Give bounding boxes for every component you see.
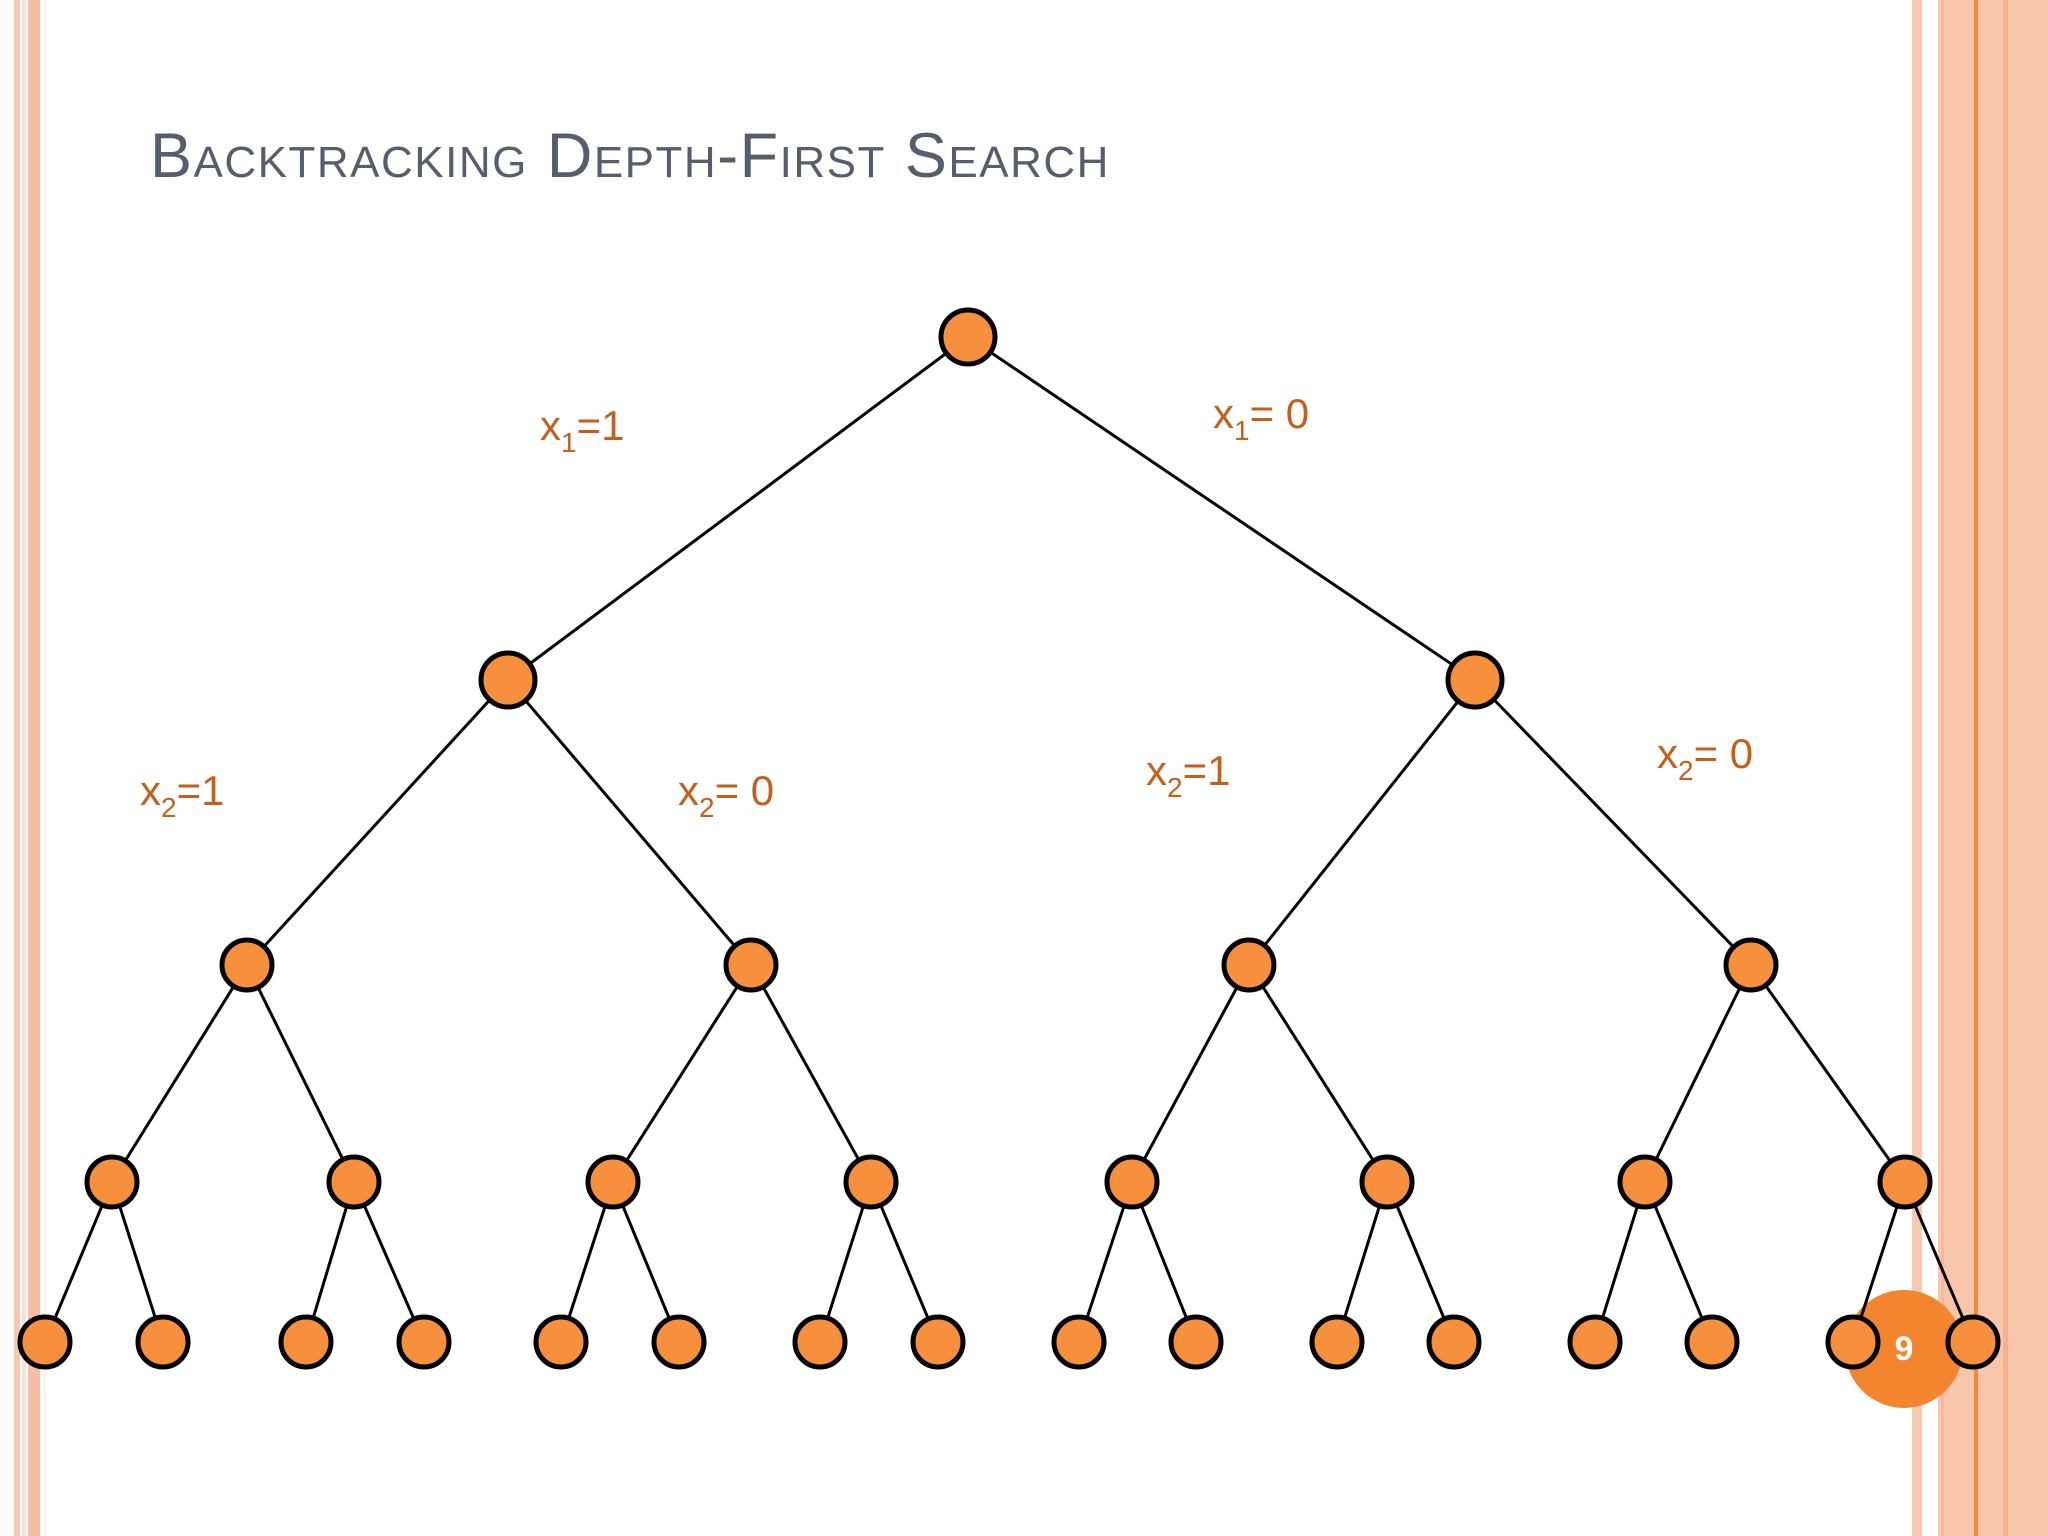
tree-edge [312,1206,348,1318]
tree-node[interactable] [278,1314,334,1370]
tree-edge [1655,987,1741,1160]
tree-node[interactable] [723,937,779,993]
tree-node[interactable] [478,650,538,710]
tree-edge [879,1205,930,1319]
tree-node[interactable] [1825,1314,1881,1370]
tree-edge [53,1205,104,1319]
tree-node[interactable] [1051,1314,1107,1370]
tree-node[interactable] [1877,1154,1933,1210]
tree-node[interactable] [17,1314,73,1370]
tree-edge [1263,701,1459,946]
tree-node[interactable] [651,1314,707,1370]
tree-node[interactable] [938,307,998,367]
tree-edge [625,986,739,1161]
tree-edge-label: x1= 0 [1213,390,1309,446]
tree-node[interactable] [1567,1314,1623,1370]
tree-edges-group [53,351,1965,1319]
tree-edge [1764,985,1892,1162]
tree-node[interactable] [1221,937,1277,993]
tree-edge-label: x2=1 [1146,747,1230,803]
tree-edge-label: x2=1 [140,767,224,823]
tree-edge [1653,1205,1704,1319]
tree-edge-label: x2= 0 [1657,730,1753,786]
tree-edge [1395,1205,1446,1319]
tree-nodes-group [17,307,2001,1370]
tree-edge-label: x2= 0 [678,767,774,823]
tree-node[interactable] [1426,1314,1482,1370]
tree-edge [124,986,235,1161]
tree-edge [826,1206,865,1318]
tree-edge [990,351,1453,666]
tree-edge [621,1205,671,1319]
tree-edge [1601,1206,1639,1318]
tree-edge [567,1206,607,1318]
tree-edge [529,352,947,665]
tree-edge [1261,986,1375,1161]
tree-node[interactable] [1309,1314,1365,1370]
tree-edge [1859,1206,1899,1318]
tree-node[interactable] [1617,1154,1673,1210]
tree-node[interactable] [84,1154,140,1210]
tree-edge [118,1206,157,1318]
tree-edge [257,987,344,1160]
tree-node[interactable] [910,1314,966,1370]
tree-edge [762,987,860,1160]
tree-node[interactable] [792,1314,848,1370]
tree-edge [525,700,736,947]
tree-edge [1913,1205,1965,1319]
tree-node[interactable] [1104,1154,1160,1210]
tree-node[interactable] [1445,650,1505,710]
tree-node[interactable] [585,1154,641,1210]
tree-node[interactable] [1168,1314,1224,1370]
tree-edge [1343,1206,1381,1318]
tree-edge [1140,1205,1188,1319]
tree-node[interactable] [396,1314,452,1370]
tree-node[interactable] [1945,1314,2001,1370]
tree-edge [1493,699,1734,948]
tree-node[interactable] [219,937,275,993]
tree-node[interactable] [1684,1314,1740,1370]
tree-edge [263,699,491,947]
tree-node[interactable] [843,1154,899,1210]
tree-edge-labels-group: x1=1 x1= 0 x2=1 x2= 0 x2=1 x2= 0 [140,390,1753,823]
tree-node[interactable] [1359,1154,1415,1210]
tree-edge [1143,987,1238,1160]
tree-edge [1085,1206,1126,1318]
tree-node[interactable] [326,1154,382,1210]
tree-edge-label: x1=1 [540,402,624,458]
tree-node[interactable] [135,1314,191,1370]
tree-edge [363,1205,415,1319]
page-title: Backtracking Depth-First Search [150,121,1110,191]
tree-node[interactable] [533,1314,589,1370]
tree-node[interactable] [1723,937,1779,993]
